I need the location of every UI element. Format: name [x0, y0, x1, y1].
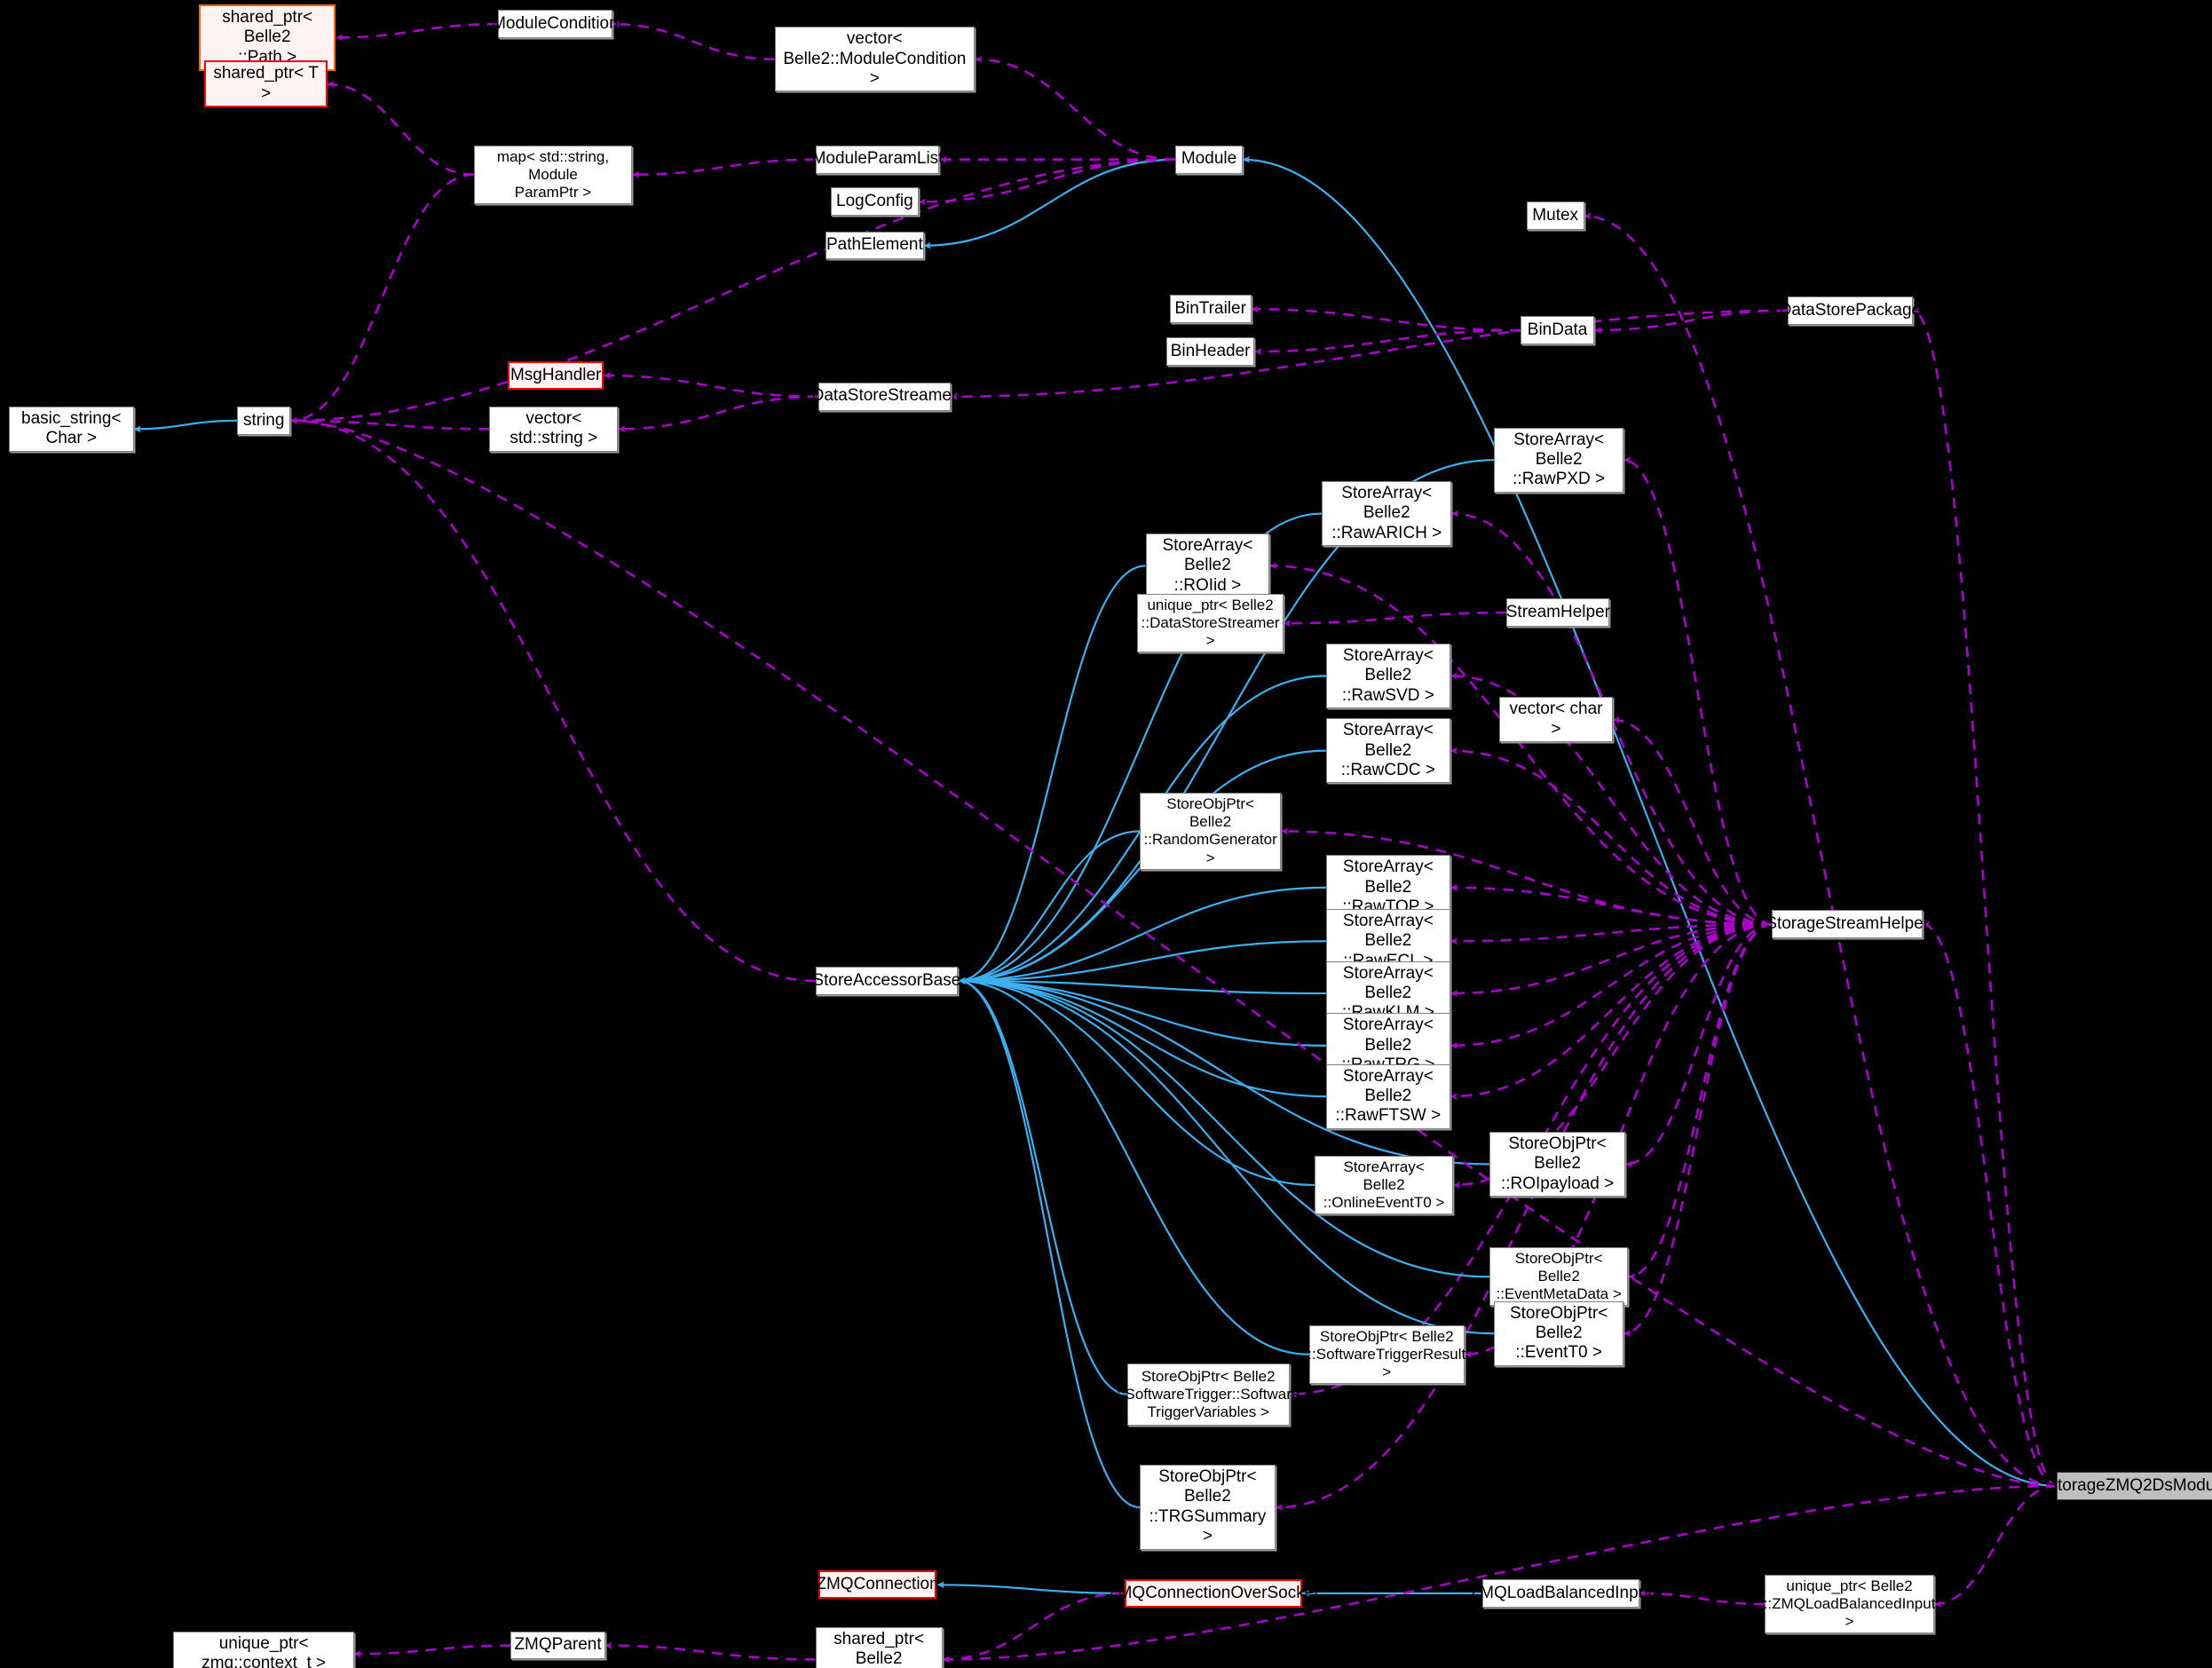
- edge-storage_stream_helper-to-sa_rawtop: [1450, 883, 1773, 926]
- edge-module-to-string: [289, 158, 1175, 424]
- edge-storage_stream_helper-to-sa_rawecl: [1450, 923, 1773, 945]
- class-node-shared_ptr_path[interactable]: shared_ptr< Belle2 ::Path >: [199, 4, 336, 71]
- class-node-module_condition[interactable]: ModuleCondition: [492, 10, 619, 38]
- class-node-module_param_list[interactable]: ModuleParamList: [812, 145, 943, 174]
- edge-stream_helper-to-uniq_dss: [1283, 611, 1507, 628]
- edge-storage_zmq2ds_module-to-data_store_package: [1912, 307, 2058, 1488]
- class-node-vector_module_cond[interactable]: vector< Belle2::ModuleCondition >: [774, 27, 976, 92]
- edge-storage_zmq2ds_module-to-uniq_zmq_lbi: [1934, 1484, 2058, 1608]
- class-node-uniq_dss[interactable]: unique_ptr< Belle2 ::DataStoreStreamer >: [1136, 594, 1284, 653]
- class-node-data_store_package[interactable]: DataStorePackage: [1780, 296, 1921, 325]
- class-node-zmq_parent[interactable]: ZMQParent: [510, 1631, 605, 1660]
- edge-module_condition-to-shared_ptr_path: [336, 22, 499, 42]
- edge-map_string_mpp-to-string: [289, 173, 475, 424]
- edge-sa_rawftsw-to-store_accessor_base: [958, 977, 1326, 1098]
- class-node-sa_rawarich[interactable]: StoreArray< Belle2 ::RawARICH >: [1322, 481, 1452, 547]
- edge-storage_stream_helper-to-sa_rawtrg: [1450, 923, 1773, 1049]
- class-node-bin_header[interactable]: BinHeader: [1166, 336, 1254, 366]
- edge-zmq_conn_over_socket-to-shared_ptr_zmq_parent: [942, 1592, 1125, 1664]
- class-node-msg_handler[interactable]: MsgHandler: [508, 360, 604, 390]
- class-node-sa_rawcdc[interactable]: StoreArray< Belle2 ::RawCDC >: [1325, 718, 1450, 784]
- edge-storage_stream_helper-to-sa_rawklm: [1450, 923, 1773, 997]
- edge-map_string_mpp-to-shared_ptr_t: [327, 80, 475, 177]
- edge-sa_rawtop-to-store_accessor_base: [958, 886, 1326, 984]
- edge-storage_zmq2ds_module-to-mutex: [1584, 212, 2058, 1488]
- class-node-bin_data[interactable]: BinData: [1521, 316, 1594, 344]
- edge-string-to-basic_string_char: [133, 419, 238, 433]
- class-node-map_string_mpp[interactable]: map< std::string, Module ParamPtr >: [474, 145, 632, 204]
- class-node-mutex[interactable]: Mutex: [1526, 202, 1584, 231]
- edge-module-to-vector_module_cond: [975, 55, 1175, 162]
- edge-paths: [133, 20, 2058, 1664]
- edge-sop_swtriggervariables-to-store_accessor_base: [958, 977, 1127, 1395]
- class-node-vector_std_string[interactable]: vector< std::string >: [489, 406, 619, 452]
- edge-data_store_streamer-to-vector_std_string: [618, 395, 818, 433]
- edge-sa_rawklm-to-store_accessor_base: [958, 977, 1326, 995]
- class-node-sa_rawpxd[interactable]: StoreArray< Belle2 ::RawPXD >: [1494, 427, 1624, 493]
- edge-storage_stream_helper-to-sop_eventt0: [1623, 923, 1773, 1338]
- class-node-storage_stream_helper[interactable]: StorageStreamHelper: [1766, 910, 1929, 939]
- edge-sa_rawtrg-to-store_accessor_base: [958, 977, 1326, 1047]
- edge-sa_roiid-to-store_accessor_base: [958, 565, 1146, 984]
- class-node-uniq_zmq_context[interactable]: unique_ptr< zmq::context_t >: [173, 1631, 354, 1668]
- edge-storage_stream_helper-to-vector_char: [1612, 715, 1773, 926]
- edge-sa_onlineeventt0-to-store_accessor_base: [958, 977, 1315, 1187]
- class-node-stream_helper[interactable]: StreamHelper: [1506, 598, 1610, 627]
- class-node-sop_eventt0[interactable]: StoreObjPtr< Belle2 ::EventT0 >: [1494, 1300, 1624, 1366]
- edge-vector_std_string-to-string: [289, 416, 490, 431]
- edge-storage_stream_helper-to-sa_rawpxd: [1623, 456, 1773, 926]
- edge-sop_trgsummary-to-store_accessor_base: [958, 977, 1141, 1509]
- edge-zmq_conn_over_socket-to-zmq_connection: [936, 1581, 1125, 1594]
- edge-bin_data-to-bin_trailer: [1251, 305, 1521, 332]
- class-node-sop_swtriggervariables[interactable]: StoreObjPtr< Belle2 ::SoftwareTrigger::S…: [1117, 1363, 1300, 1426]
- edge-sa_rawecl-to-store_accessor_base: [958, 940, 1326, 984]
- edge-data_store_package-to-data_store_streamer: [950, 309, 1788, 400]
- class-node-shared_ptr_t[interactable]: shared_ptr< T >: [204, 60, 328, 108]
- class-node-storage_zmq2ds_module[interactable]: StorageZMQ2DsModule: [2046, 1472, 2212, 1500]
- edge-sop_randomgen-to-store_accessor_base: [958, 830, 1141, 984]
- class-node-sop_eventmetadata[interactable]: StoreObjPtr< Belle2 ::EventMetaData >: [1489, 1247, 1629, 1307]
- edge-storage_zmq2ds_module-to-storage_stream_helper: [1922, 921, 2058, 1488]
- edge-storage_zmq2ds_module-to-module: [1242, 155, 2058, 1488]
- edge-data_store_streamer-to-msg_handler: [604, 372, 818, 399]
- edge-storage_stream_helper-to-sop_roipayload: [1625, 923, 1773, 1168]
- class-node-bin_trailer[interactable]: BinTrailer: [1169, 295, 1252, 324]
- class-node-sa_onlineeventt0[interactable]: StoreArray< Belle2 ::OnlineEventT0 >: [1315, 1155, 1453, 1215]
- edge-zmq_parent-to-uniq_zmq_context: [353, 1644, 511, 1658]
- edge-store_accessor_base-to-string: [289, 416, 816, 983]
- class-node-vector_char[interactable]: vector< char >: [1499, 697, 1613, 743]
- class-node-module[interactable]: Module: [1174, 145, 1244, 174]
- edge-storage_stream_helper-to-sa_rawcdc: [1450, 747, 1773, 926]
- class-node-sop_swtriggerresult[interactable]: StoreObjPtr< Belle2 ::SoftwareTriggerRes…: [1307, 1324, 1465, 1384]
- edge-data_store_package-to-bin_data: [1594, 309, 1788, 334]
- edge-module_param_list-to-map_string_mpp: [631, 158, 816, 178]
- class-node-zmq_load_balanced_input[interactable]: ZMQLoadBalancedInput: [1470, 1578, 1653, 1608]
- class-node-string[interactable]: string: [237, 406, 291, 435]
- edge-storage_stream_helper-to-sop_eventmetadata: [1628, 923, 1773, 1281]
- edge-uniq_zmq_lbi-to-zmq_load_balanced_input: [1639, 1589, 1766, 1606]
- class-node-sa_roiid[interactable]: StoreArray< Belle2 ::ROIid >: [1145, 533, 1270, 599]
- edge-module-to-path_element: [923, 158, 1175, 249]
- class-node-sa_rawftsw[interactable]: StoreArray< Belle2 ::RawFTSW >: [1325, 1063, 1450, 1129]
- edge-vector_module_cond-to-module_condition: [612, 20, 775, 61]
- edge-module-to-log_config: [919, 158, 1175, 206]
- class-node-sop_randomgen[interactable]: StoreObjPtr< Belle2 ::RandomGenerator >: [1140, 793, 1282, 870]
- class-node-sop_trgsummary[interactable]: StoreObjPtr< Belle2 ::TRGSummary >: [1140, 1465, 1276, 1550]
- class-node-store_accessor_base[interactable]: StoreAccessorBase: [812, 966, 960, 995]
- class-node-basic_string_char[interactable]: basic_string< Char >: [8, 406, 134, 452]
- class-node-sop_roipayload[interactable]: StoreObjPtr< Belle2 ::ROIpayload >: [1489, 1131, 1625, 1198]
- class-node-zmq_connection[interactable]: ZMQConnection: [816, 1570, 939, 1600]
- edge-sop_swtriggerresult-to-store_accessor_base: [958, 977, 1309, 1356]
- class-node-zmq_conn_over_socket[interactable]: ZMQConnectionOverSocket: [1108, 1578, 1319, 1608]
- class-node-path_element[interactable]: PathElement: [825, 231, 924, 260]
- class-node-sa_rawsvd[interactable]: StoreArray< Belle2 ::RawSVD >: [1325, 643, 1450, 709]
- class-node-shared_ptr_zmq_parent[interactable]: shared_ptr< Belle2 ::ZMQParent >: [815, 1626, 943, 1668]
- class-node-uniq_zmq_lbi[interactable]: unique_ptr< Belle2 ::ZMQLoadBalancedInpu…: [1764, 1575, 1935, 1634]
- edge-bin_data-to-bin_header: [1254, 328, 1521, 355]
- class-node-log_config[interactable]: LogConfig: [831, 187, 919, 217]
- edge-shared_ptr_zmq_parent-to-zmq_parent: [604, 1641, 816, 1661]
- class-node-data_store_streamer[interactable]: DataStoreStreamer: [812, 382, 957, 411]
- edge-storage_stream_helper-to-sa_rawftsw: [1450, 923, 1773, 1101]
